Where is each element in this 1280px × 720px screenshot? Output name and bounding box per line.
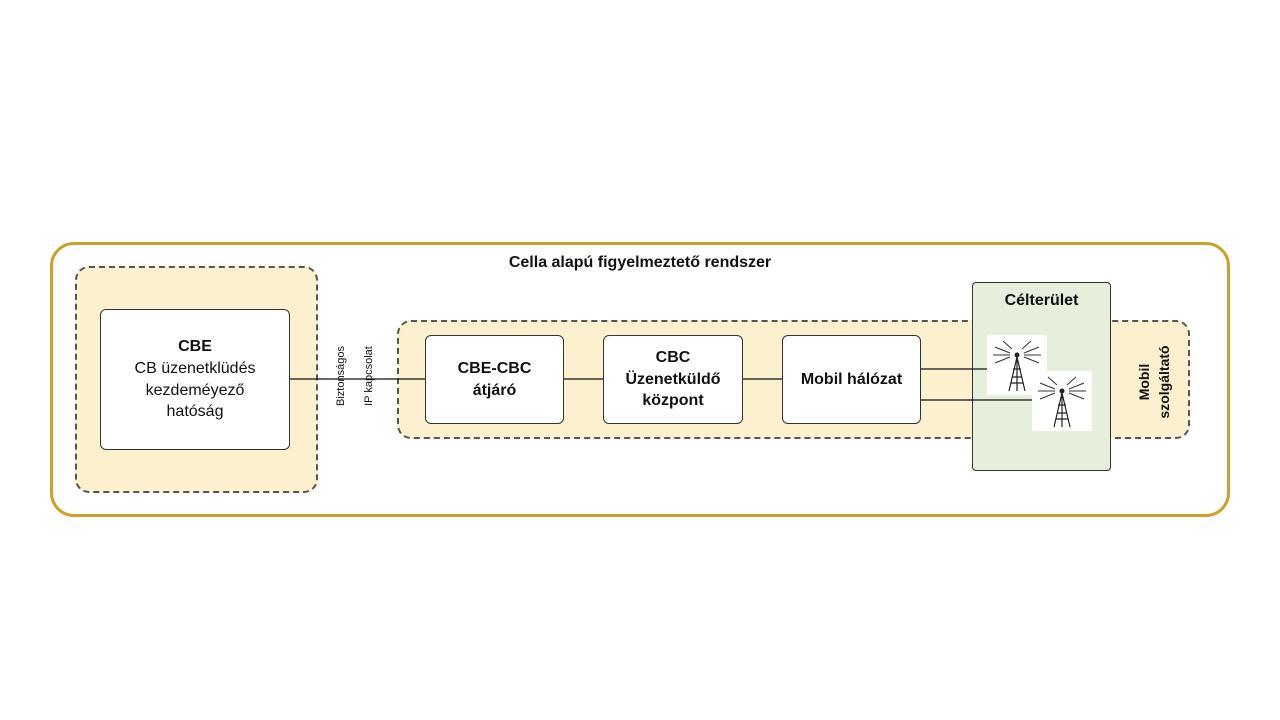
cbc-line-3: központ (642, 392, 704, 410)
mobile-network-label: Mobil hálózat (800, 370, 903, 388)
operator-line-1: Mobil (1136, 363, 1152, 401)
radio-tower-icon (1032, 371, 1092, 431)
link-label-line-2: IP kapcsolat (363, 346, 375, 406)
cbe-line-2: kezdeméyező (145, 381, 245, 399)
cbc-line-1: CBC (655, 349, 691, 367)
gateway-line-1: CBE-CBC (457, 359, 532, 377)
diagram-title: Cella alapú figyelmeztető rendszer (508, 254, 772, 271)
operator-label: Mobil szolgáltató (1134, 312, 1174, 452)
operator-line-2: szolgáltató (1156, 345, 1172, 419)
cbe-line-3: hatóság (166, 403, 224, 421)
cbc-line-2: Üzenetküldő (625, 370, 721, 388)
cbc-box: CBC Üzenetküldő központ (603, 335, 743, 424)
target-area-label: Célterület (1004, 292, 1079, 309)
mobile-network-box: Mobil hálózat (782, 335, 921, 424)
gateway-line-2: átjáró (472, 381, 517, 399)
link-label-line-1: Biztonságos (335, 346, 347, 406)
cbe-title: CBE (178, 338, 212, 356)
gateway-box: CBE-CBC átjáró (425, 335, 564, 424)
cbe-line-1: CB üzenetklüdés (134, 359, 256, 377)
cbe-box: CBE CB üzenetklüdés kezdeméyező hatóság (100, 309, 290, 450)
